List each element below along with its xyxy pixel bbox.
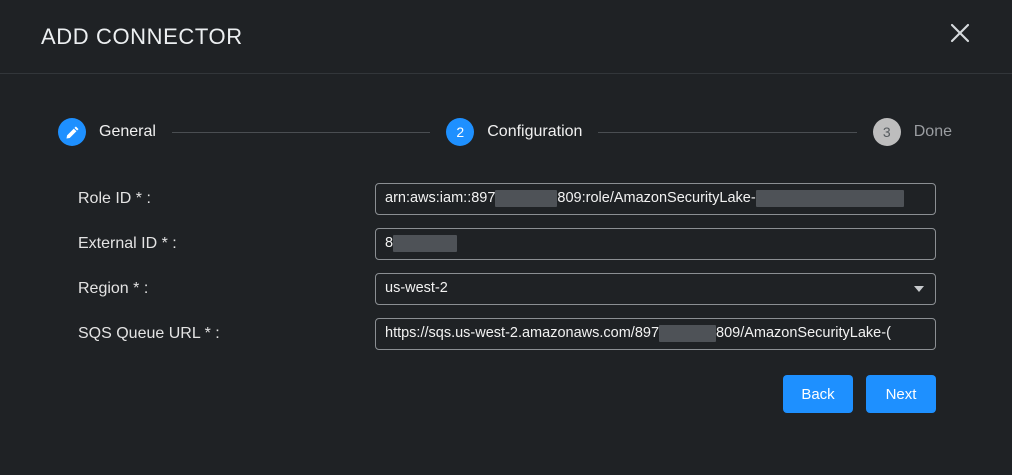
step-number-2: 2 [446, 118, 475, 146]
stepper-connector-2 [598, 131, 857, 133]
role-id-value-middle: 809:role/AmazonSecurityLake- [557, 190, 756, 207]
configuration-form: Role ID * : arn:aws:iam::897 809:role/Am… [0, 176, 1012, 356]
step-general[interactable]: General [58, 118, 156, 146]
pencil-icon [58, 118, 86, 146]
sqs-value-middle: 809/AmazonSecurityLake-( [716, 325, 891, 342]
external-id-value-prefix: 8 [385, 235, 394, 252]
wizard-stepper: General 2 Configuration 3 Done [58, 118, 952, 146]
form-row-role-id: Role ID * : arn:aws:iam::897 809:role/Am… [78, 176, 936, 221]
redaction-block [495, 190, 558, 207]
form-row-external-id: External ID * : 8 [78, 221, 936, 266]
step-label-general: General [99, 123, 156, 140]
role-id-input[interactable]: arn:aws:iam::897 809:role/AmazonSecurity… [375, 182, 936, 215]
redaction-block [755, 190, 904, 207]
back-button[interactable]: Back [783, 375, 853, 413]
close-icon[interactable] [945, 18, 975, 48]
role-id-value-prefix: arn:aws:iam::897 [385, 190, 496, 207]
dialog-actions: Back Next [0, 375, 936, 413]
stepper-connector-1 [171, 131, 431, 133]
form-row-sqs-queue-url: SQS Queue URL * : https://sqs.us-west-2.… [78, 311, 936, 356]
dialog-header: ADD CONNECTOR [0, 0, 1012, 74]
label-sqs-queue-url: SQS Queue URL * : [78, 324, 220, 342]
form-row-region: Region * : us-west-2 [78, 266, 936, 311]
page-title: ADD CONNECTOR [41, 23, 243, 49]
external-id-input[interactable]: 8 [375, 227, 936, 260]
next-button[interactable]: Next [866, 375, 936, 413]
sqs-value-prefix: https://sqs.us-west-2.amazonaws.com/897 [385, 325, 660, 342]
step-done[interactable]: 3 Done [872, 118, 952, 146]
step-configuration[interactable]: 2 Configuration [446, 118, 582, 146]
step-number-3: 3 [872, 118, 901, 146]
label-role-id: Role ID * : [78, 189, 151, 207]
region-selected-value: us-west-2 [385, 280, 448, 297]
chevron-down-icon [914, 285, 924, 292]
step-label-done: Done [913, 123, 952, 140]
region-select[interactable]: us-west-2 [375, 272, 936, 305]
step-label-configuration: Configuration [487, 123, 583, 140]
redaction-block [659, 325, 717, 342]
label-region: Region * : [78, 279, 149, 297]
sqs-queue-url-input[interactable]: https://sqs.us-west-2.amazonaws.com/897 … [375, 317, 936, 350]
label-external-id: External ID * : [78, 234, 177, 252]
redaction-block [393, 235, 458, 252]
